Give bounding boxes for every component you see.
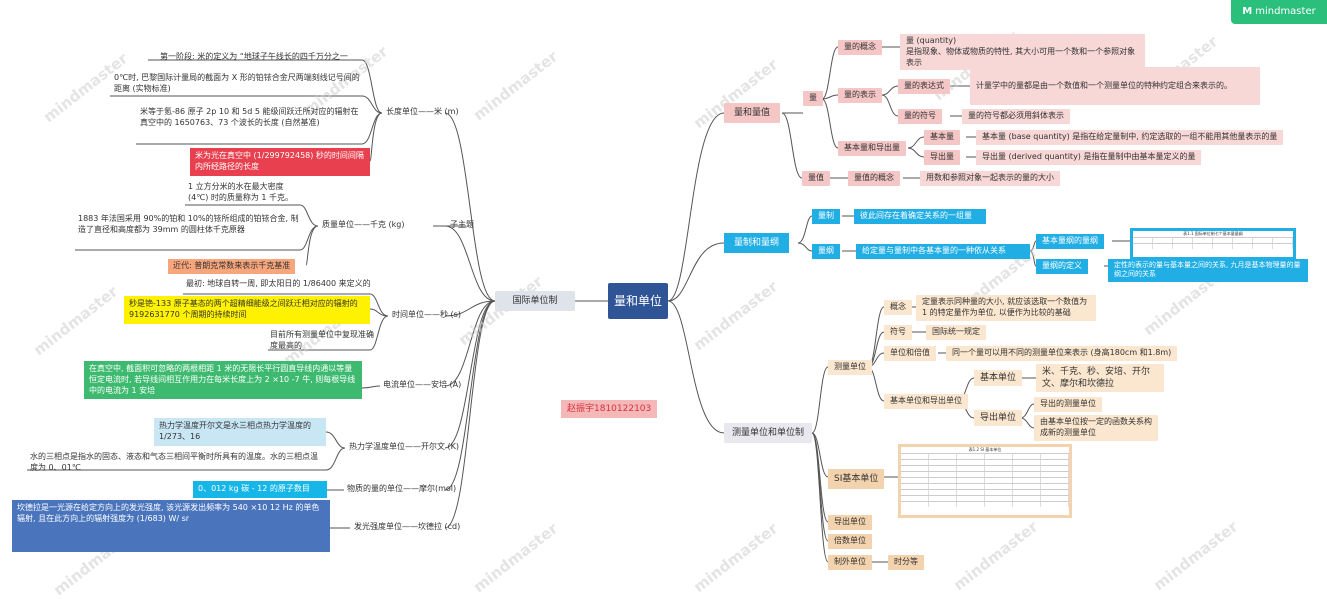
node-derived-quantity[interactable]: 导出量 xyxy=(924,150,960,165)
node-basic-unit[interactable]: 基本单位 xyxy=(974,370,1023,387)
node-quantity-symbol[interactable]: 量的符号 xyxy=(898,109,942,124)
node-quantity-system[interactable]: 量制 xyxy=(812,209,840,224)
dimension-table-image: 表1.1 国际单位制七个基本量量纲 xyxy=(1130,228,1296,260)
topic-units-system[interactable]: 测量单位和单位制 xyxy=(724,423,813,444)
node-quantity[interactable]: 量 xyxy=(803,91,823,106)
node-basic-derived-quantity[interactable]: 基本量和导出量 xyxy=(838,141,906,156)
node-multiple-units[interactable]: 倍数单位 xyxy=(828,534,872,549)
luminous-def-1[interactable]: 坎德拉是一光源在给定方向上的发光强度, 该光源发出频率为 540 ×10 12 … xyxy=(12,500,330,552)
length-def-4[interactable]: 米为光在真空中 (1/299792458) 秒的时间间隔内所经路径的长度 xyxy=(190,148,370,176)
temperature-def-2[interactable]: 水的三相点是指水的固态、液态和气态三相间平衡时所具有的温度。水的三相点温度为 0… xyxy=(30,452,318,472)
mass-unit-topic[interactable]: 质量单位——千克 (kg) xyxy=(322,220,405,229)
node-basic-derived-unit[interactable]: 基本单位和导出单位 xyxy=(884,394,968,409)
node-unit-concept[interactable]: 概念 xyxy=(884,300,912,315)
brand-label: mindmaster xyxy=(1255,6,1316,17)
length-def-1[interactable]: 第一阶段: 米的定义为 “地球子午线长的四千万分之一 xyxy=(160,52,348,61)
node-unit-symbol[interactable]: 符号 xyxy=(884,325,912,340)
dimension-table-caption: 表1.1 国际单位制七个基本量量纲 xyxy=(1183,231,1243,236)
basic-quantity-text[interactable]: 基本量 (base quantity) 是指在给定量制中, 约定选取的一组不能用… xyxy=(976,130,1284,145)
current-def-1[interactable]: 在真空中, 截面积可忽略的两根相距 1 米的无限长平行圆直导线内通以等量恒定电流… xyxy=(84,361,362,400)
temperature-unit-topic[interactable]: 热力学温度单位——开尔文 (K) xyxy=(349,442,460,451)
derived-unit-text-2[interactable]: 由基本单位按一定的函数关系构成新的测量单位 xyxy=(1034,415,1158,441)
node-basic-quantity[interactable]: 基本量 xyxy=(924,130,960,145)
topic-quantity-system[interactable]: 量制和量纲 xyxy=(724,233,790,254)
length-def-3[interactable]: 米等于氪-86 原子 2p 10 和 5d 5 能级间跃迁所对应的辐射在真空中的… xyxy=(140,107,359,127)
quantity-concept-text[interactable]: 量 (quantity) 是指现象、物体或物质的特性, 其大小可用一个数和一个参… xyxy=(900,34,1145,71)
node-unit-multiple[interactable]: 单位和倍值 xyxy=(884,346,936,361)
length-def-2[interactable]: 0℃时, 巴黎国际计量局的截面为 X 形的铂铱合金尺两端刻线记号间的距离 (实物… xyxy=(114,73,360,93)
topic-si-system[interactable]: 国际单位制 xyxy=(495,291,575,311)
quantity-system-text[interactable]: 彼此间存在着确定关系的一组量 xyxy=(854,209,986,224)
node-dimension[interactable]: 量纲 xyxy=(812,244,840,259)
dimension-definition-text[interactable]: 定性的表示的量与基本量之间的关系, 九月是基本物理量的量纲之间的关系 xyxy=(1108,259,1308,282)
node-quantity-expression[interactable]: 量的表达式 xyxy=(898,79,950,94)
node-quantity-value-concept[interactable]: 量值的概念 xyxy=(848,171,900,186)
quantity-concept-line-1: 量 (quantity) xyxy=(906,36,957,45)
basic-unit-text[interactable]: 米、千克、秒、安培、开尔文、摩尔和坎德拉 xyxy=(1036,364,1164,393)
amount-unit-topic[interactable]: 物质的量的单位——摩尔(mol) xyxy=(347,484,457,493)
node-quantity-value[interactable]: 量值 xyxy=(802,171,830,186)
si-units-table-image: 表1.2 SI 基本单位 xyxy=(898,444,1072,518)
mass-def-1[interactable]: 1 立方分米的水在最大密度 (4℃) 时的质量称为 1 千克。 xyxy=(188,182,294,202)
node-base-dimension[interactable]: 基本量纲的量纲 xyxy=(1036,234,1104,249)
non-si-units-text[interactable]: 时分等 xyxy=(888,555,924,570)
mass-def-2[interactable]: 1883 年法国采用 90%的铂和 10%的铱所组成的铂铱合金, 制造了直径和高… xyxy=(78,214,299,234)
quantity-concept-line-2: 是指现象、物体或物质的特性, 其大小可用一个数和一个参照对象表示 xyxy=(906,46,1136,67)
topic-quantity-value[interactable]: 量和量值 xyxy=(724,103,781,124)
node-si-base-units[interactable]: SI基本单位 xyxy=(828,469,885,490)
mass-def-3[interactable]: 近代: 普朗克常数来表示千克基准 xyxy=(168,259,296,274)
luminous-unit-topic[interactable]: 发光强度单位——坎德拉 (cd) xyxy=(354,522,461,531)
unit-symbol-text[interactable]: 国际统一规定 xyxy=(926,325,986,340)
quantity-expression-text[interactable]: 计量学中的量都是由一个数值和一个测量单位的特种约定组合来表示的。 xyxy=(970,67,1260,105)
time-def-2[interactable]: 秒是铯-133 原子基态的两个超精细能级之间跃迁相对应的辐射的 91926317… xyxy=(124,296,370,324)
length-unit-topic[interactable]: 长度单位——米 (m) xyxy=(386,107,459,116)
node-quantity-representation[interactable]: 量的表示 xyxy=(838,88,882,103)
time-unit-topic[interactable]: 时间单位——秒 (s) xyxy=(392,310,461,319)
node-derived-unit[interactable]: 导出单位 xyxy=(974,410,1023,427)
unit-concept-text[interactable]: 定量表示同种量的大小, 就应该选取一个数值为 1 的特定量作为单位, 以便作为比… xyxy=(916,295,1096,321)
root-topic[interactable]: 量和单位 xyxy=(608,283,668,319)
node-dimension-definition[interactable]: 量纲的定义 xyxy=(1036,259,1088,274)
student-label[interactable]: 赵振宇1810122103 xyxy=(561,400,658,419)
node-non-si-units[interactable]: 制外单位 xyxy=(828,555,872,570)
mindmaster-logo-icon: M xyxy=(1242,6,1253,17)
time-def-1[interactable]: 最初: 地球自转一周, 即太阳日的 1/86400 来定义的 xyxy=(186,279,371,288)
dimension-text[interactable]: 给定量与量制中各基本量的一种依从关系 xyxy=(856,244,1030,259)
connector-lines xyxy=(27,46,1130,563)
node-measurement-unit[interactable]: 测量单位 xyxy=(828,360,872,375)
derived-quantity-text[interactable]: 导出量 (derived quantity) 是指在量制中由基本量定义的量 xyxy=(976,150,1202,165)
mass-subtopic[interactable]: 子主题 xyxy=(450,220,474,229)
unit-multiple-text[interactable]: 同一个量可以用不同的测量单位来表示 (身高180cm 和1.8m) xyxy=(946,346,1178,361)
current-unit-topic[interactable]: 电流单位——安培 (A) xyxy=(383,380,462,389)
temperature-def-1[interactable]: 热力学温度开尔文是水三相点热力学温度的 1/273、16 xyxy=(154,418,326,446)
node-quantity-concept[interactable]: 量的概念 xyxy=(838,40,882,55)
quantity-symbol-text[interactable]: 量的符号都必须用斜体表示 xyxy=(962,109,1070,124)
si-units-table-caption: 表1.2 SI 基本单位 xyxy=(968,447,1002,452)
node-derived-units[interactable]: 导出单位 xyxy=(828,515,872,530)
derived-unit-text-1[interactable]: 导出的测量单位 xyxy=(1034,397,1102,412)
time-def-3[interactable]: 目前所有测量单位中复现准确度最高的 xyxy=(270,330,374,350)
quantity-value-text[interactable]: 用数和参照对象一起表示的量的大小 xyxy=(920,171,1060,186)
amount-def-1[interactable]: 0、012 kg 碳 - 12 的原子数目 xyxy=(193,481,327,498)
